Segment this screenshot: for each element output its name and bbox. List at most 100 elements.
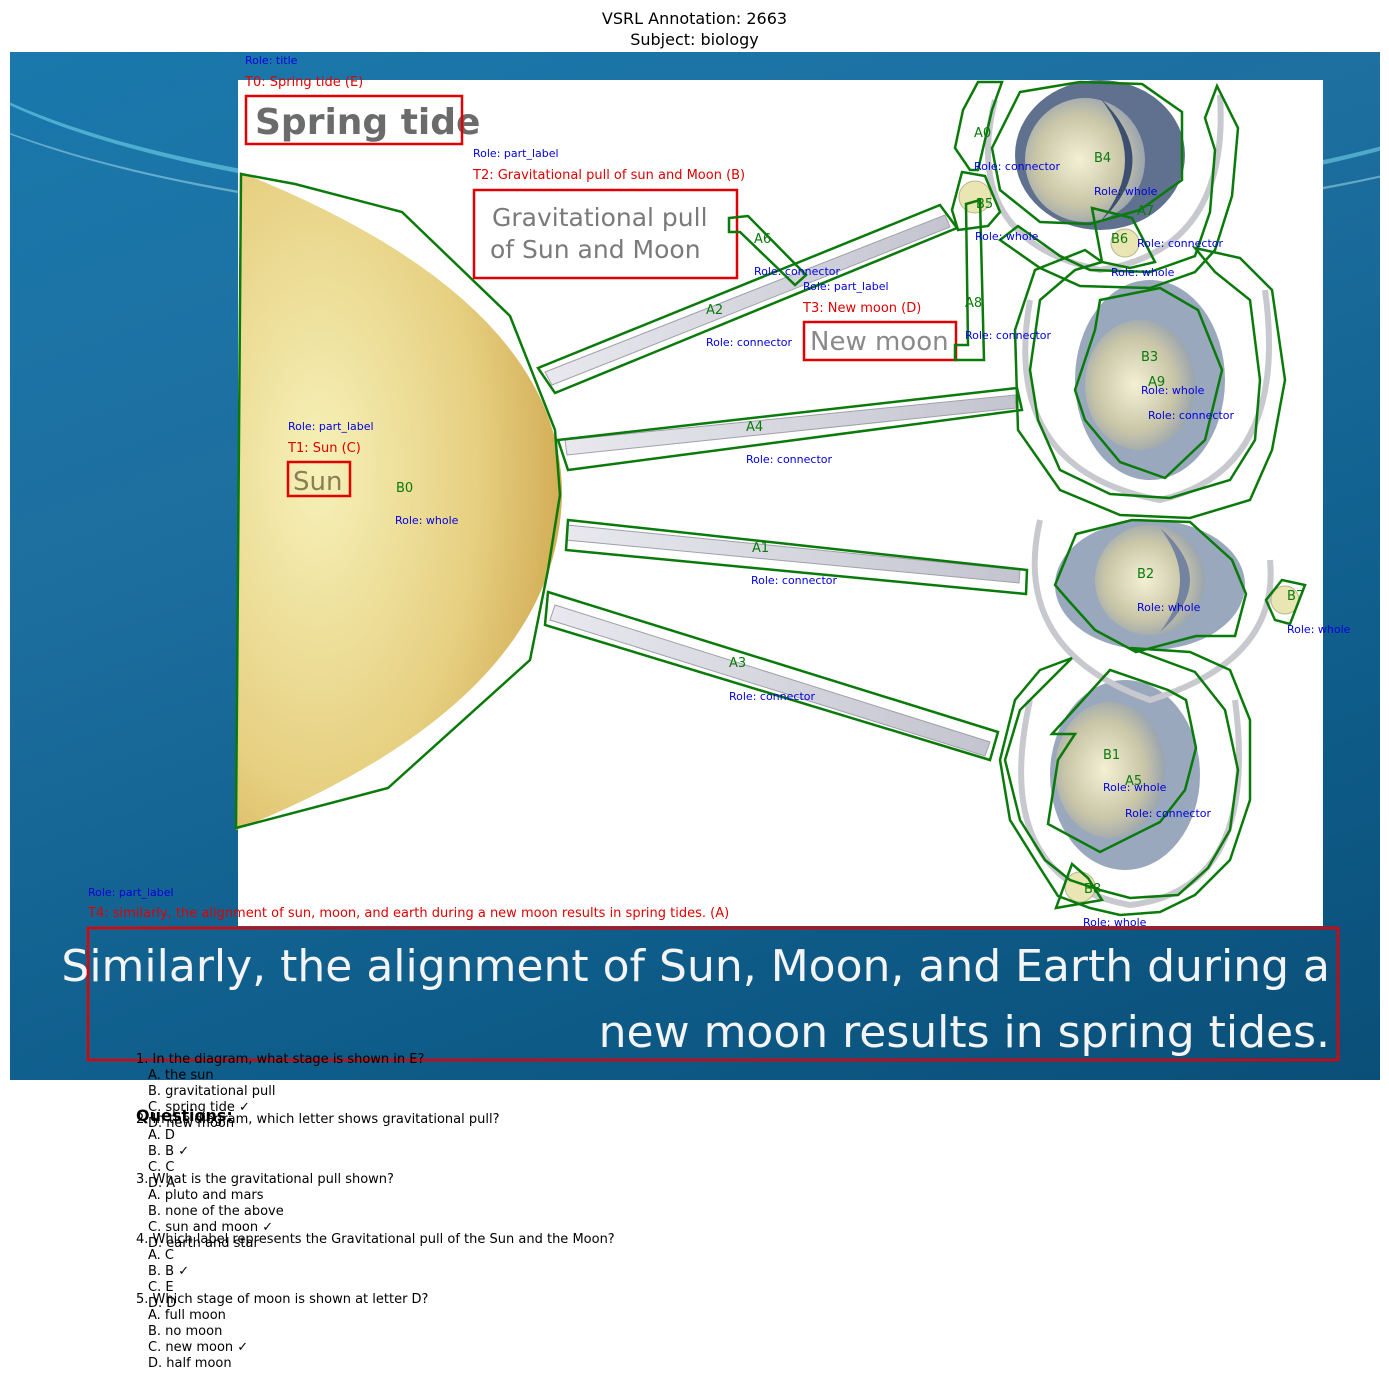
text-box-role-T2: Role: part_label xyxy=(473,147,559,160)
slide-caption-line-2: new moon results in spring tides. xyxy=(598,1007,1330,1058)
answer-option: C. spring tide ✓ xyxy=(148,1100,250,1115)
shape-id-B6: B6 xyxy=(1111,232,1128,247)
answer-option: B. no moon xyxy=(148,1324,223,1339)
shape-role-B7: Role: whole xyxy=(1287,623,1351,636)
shape-role-A2: Role: connector xyxy=(706,336,792,349)
shape-role-B0: Role: whole xyxy=(395,514,459,527)
answer-option: B. none of the above xyxy=(148,1204,284,1219)
slide-gravity-label-line-2: of Sun and Moon xyxy=(490,235,701,264)
shape-id-A8: A8 xyxy=(965,296,982,311)
shape-id-B7: B7 xyxy=(1287,589,1304,604)
answer-option: D. A xyxy=(148,1176,176,1191)
shape-B5 xyxy=(950,170,1002,232)
answer-option: A. D xyxy=(148,1128,175,1143)
text-box-T0 xyxy=(244,94,464,146)
answer-option: A. the sun xyxy=(148,1068,214,1083)
answer-option: D. earth and star xyxy=(148,1236,259,1251)
shape-role-B5: Role: whole xyxy=(975,230,1039,243)
answer-option: D. D xyxy=(148,1296,177,1311)
shape-id-A4: A4 xyxy=(746,420,763,435)
annotation-title: VSRL Annotation: 2663 xyxy=(601,9,788,28)
text-box-T3 xyxy=(802,320,958,362)
shape-id-A5: A5 xyxy=(1125,774,1142,789)
sun-shape xyxy=(236,172,562,830)
text-box-label-T4: T4: similarly, the alignment of sun, moo… xyxy=(87,906,729,921)
slide-title-text: Spring tide xyxy=(255,102,480,143)
moon-earth-image-middle xyxy=(1055,520,1245,650)
shape-A1 xyxy=(564,518,1029,596)
shape-role-A6: Role: connector xyxy=(754,265,840,278)
moon-earth-image-upper xyxy=(1075,280,1225,480)
answer-option: C. C xyxy=(148,1160,175,1175)
shape-role-A7: Role: connector xyxy=(1137,237,1223,250)
answer-option: C. sun and moon ✓ xyxy=(148,1220,274,1235)
questions-heading: Questions: xyxy=(136,1106,233,1125)
answer-option: B. gravitational pull xyxy=(148,1084,276,1099)
moon-earth-image-top xyxy=(1015,80,1185,230)
shape-id-B1: B1 xyxy=(1103,748,1120,763)
text-box-label-T3: T3: New moon (D) xyxy=(802,301,921,316)
slide-newmoon-label: New moon xyxy=(810,327,949,357)
text-box-T2 xyxy=(472,188,739,280)
shape-id-A1: A1 xyxy=(752,541,769,556)
question-4: 4. Which label represents the Gravitatio… xyxy=(136,1232,836,1312)
shape-id-B8: B8 xyxy=(1084,882,1101,897)
question-text: 5. Which stage of moon is shown at lette… xyxy=(136,1292,429,1307)
moon-earth-image-lower xyxy=(1050,680,1200,870)
slide-sun-label: Sun xyxy=(293,467,342,497)
text-box-role-T3: Role: part_label xyxy=(803,280,889,293)
shape-id-B3: B3 xyxy=(1141,350,1158,365)
shape-role-A5: Role: connector xyxy=(1125,807,1211,820)
shape-B6 xyxy=(1090,206,1157,270)
shape-id-B4: B4 xyxy=(1094,151,1111,166)
shape-id-A0: A0 xyxy=(974,126,991,141)
shape-id-B2: B2 xyxy=(1137,567,1154,582)
slide-gravity-label-line-1: Gravitational pull xyxy=(492,203,708,232)
shape-A4 xyxy=(556,386,1024,472)
shape-A8 xyxy=(953,198,986,362)
shape-role-B8: Role: whole xyxy=(1083,916,1147,929)
shape-A0 xyxy=(953,80,1004,172)
answer-option: B. B ✓ xyxy=(148,1264,190,1279)
shape-B0 xyxy=(234,172,562,830)
answer-option: C. new moon ✓ xyxy=(148,1340,249,1355)
question-text: 2. In the diagram, which letter shows gr… xyxy=(136,1112,500,1127)
question-5: 5. Which stage of moon is shown at lette… xyxy=(136,1292,836,1372)
shape-role-B3: Role: whole xyxy=(1141,384,1205,397)
text-box-label-T2: T2: Gravitational pull of sun and Moon (… xyxy=(472,168,745,183)
question-2: 2. In the diagram, which letter shows gr… xyxy=(136,1112,836,1192)
shape-B8 xyxy=(1054,861,1105,910)
shape-id-A2: A2 xyxy=(706,303,723,318)
shape-role-A1: Role: connector xyxy=(751,574,837,587)
shape-role-A3: Role: connector xyxy=(729,690,815,703)
shape-id-A3: A3 xyxy=(729,656,746,671)
answer-option: A. C xyxy=(148,1248,175,1263)
shape-role-A0: Role: connector xyxy=(974,160,1060,173)
text-box-T4 xyxy=(86,926,1340,1062)
question-text: 3. What is the gravitational pull shown? xyxy=(136,1172,394,1187)
shape-A5 xyxy=(998,646,1252,917)
text-box-label-T0: T0: Spring tide (E) xyxy=(244,75,363,90)
answer-option: A. pluto and mars xyxy=(148,1188,264,1203)
shape-A3 xyxy=(543,590,1000,762)
text-box-label-T1: T1: Sun (C) xyxy=(287,441,361,456)
answer-option: A. full moon xyxy=(148,1308,226,1323)
text-box-role-T0: Role: title xyxy=(245,54,298,67)
shape-id-B5: B5 xyxy=(976,197,993,212)
answer-option: D. new moon xyxy=(148,1116,235,1131)
shape-A6 xyxy=(727,214,808,287)
question-text: 4. Which label represents the Gravitatio… xyxy=(136,1232,615,1247)
shape-B7 xyxy=(1264,578,1307,626)
shape-B2 xyxy=(1053,518,1248,654)
shape-role-A8: Role: connector xyxy=(965,329,1051,342)
shape-role-A9: Role: connector xyxy=(1148,409,1234,422)
answer-option: B. B ✓ xyxy=(148,1144,190,1159)
text-box-role-T1: Role: part_label xyxy=(288,420,374,433)
shape-id-A9: A9 xyxy=(1148,375,1165,390)
shape-B1 xyxy=(1046,668,1198,854)
shape-B4 xyxy=(990,80,1184,226)
text-box-T1 xyxy=(286,460,352,498)
gravity-arrows xyxy=(544,214,1021,757)
question-3: 3. What is the gravitational pull shown?… xyxy=(136,1172,836,1252)
shape-id-B0: B0 xyxy=(396,481,413,496)
